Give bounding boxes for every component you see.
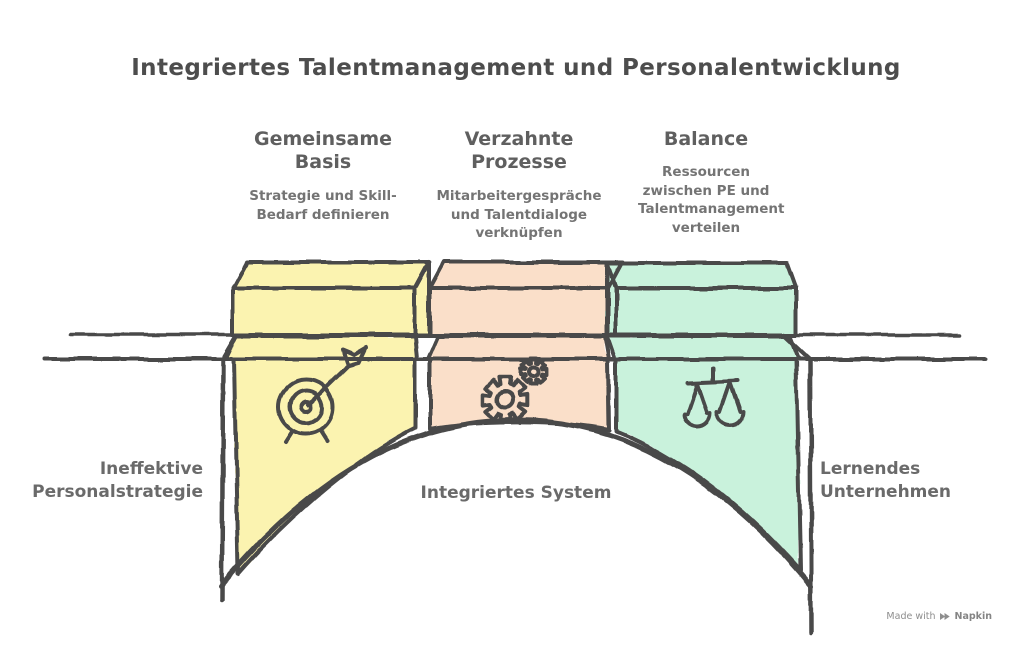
yellow-block-topface-fill [233,262,429,288]
target-dart-icon [277,346,368,444]
pink-block-front-fill [430,288,608,335]
gears-icon [480,356,548,425]
column-heading-gemeinsame-basis: Gemeinsame Basis [253,128,393,173]
napkin-pen-icon [939,613,950,620]
label-ineffektive-personalstrategie: Ineffektive Personalstrategie [32,459,203,502]
teal-block-deck-fill [607,336,799,359]
yellow-block-deck-fill [226,336,417,359]
watermark-brand: Napkin [954,611,993,622]
made-with-napkin-watermark: Made with Napkin [886,611,992,622]
label-integriertes-system: Integriertes System [420,483,612,503]
pink-block-deck-fill [428,336,609,359]
diagram-title: Integriertes Talentmanagement und Person… [131,55,901,81]
balance-scale-icon [682,366,745,428]
column-description-verzahnte-prozesse: Mitarbeitergespräche und Talentdialoge v… [436,188,602,241]
column-heading-verzahnte-prozesse: Verzahnte Prozesse [464,128,574,173]
teal-block-front-fill [616,288,796,335]
yellow-block-front-fill [233,288,415,335]
column-description-balance: Ressourcen zwischen PE und Talentmanagem… [638,164,785,236]
label-lernendes-unternehmen: Lernendes Unternehmen [820,459,952,502]
block-icons [277,346,745,444]
column-description-gemeinsame-basis: Strategie und Skill-Bedarf definieren [249,188,397,223]
teal-block-topface-fill [607,263,796,288]
column-heading-balance: Balance [663,128,749,150]
pink-block-topface-fill [430,262,622,288]
watermark-prefix: Made with [886,611,936,622]
